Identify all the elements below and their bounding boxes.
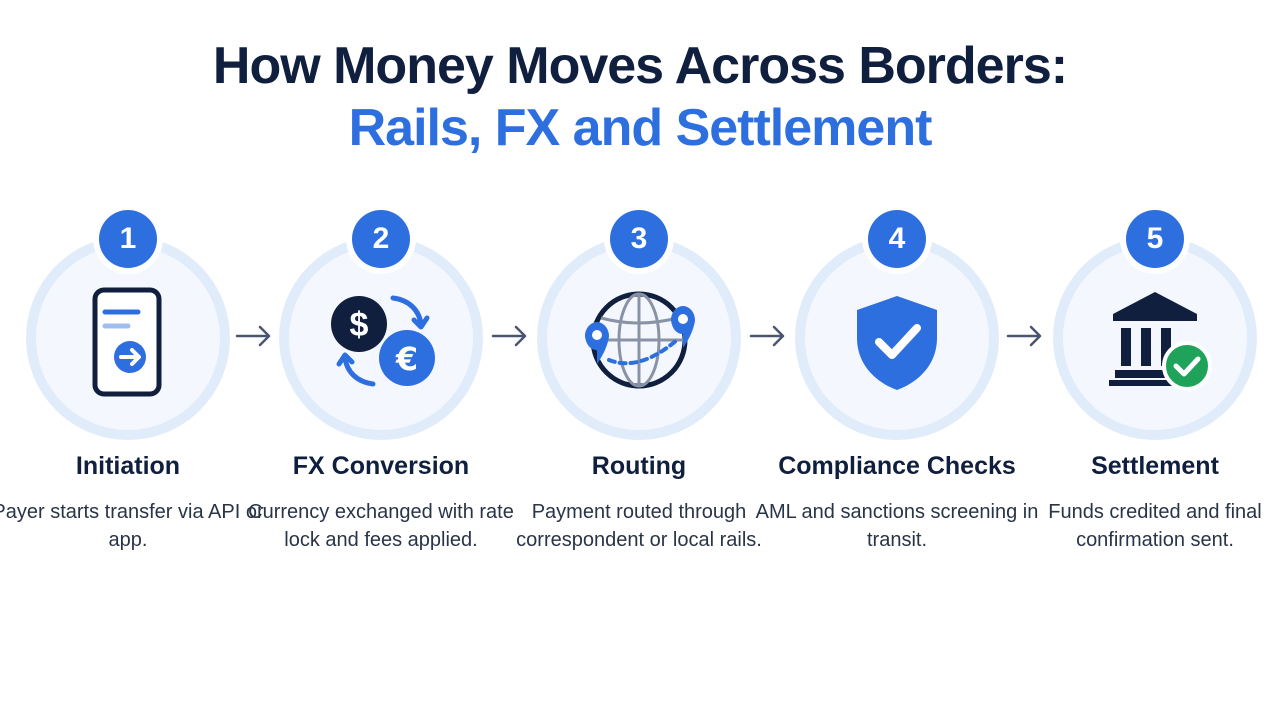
mobile-phone-send-icon	[68, 278, 188, 398]
step-compliance-checks: 4 Compliance Checks AML and sanctions sc…	[756, 208, 1038, 608]
step-number-badge: 1	[99, 210, 157, 268]
step-description: Currency exchanged with rate lock and fe…	[248, 501, 514, 551]
svg-text:$: $	[350, 306, 369, 344]
globe-route-icon	[579, 278, 699, 398]
step-description: Funds credited and final confirmation se…	[1048, 501, 1262, 551]
step-number-badge: 5	[1126, 210, 1184, 268]
step-number-badge: 3	[610, 210, 668, 268]
step-description: Payer starts transfer via API or app.	[0, 501, 264, 551]
step-title: Initiation	[75, 452, 181, 480]
arrow-right-icon	[749, 325, 785, 347]
step-fx-conversion: $ € 2 FX Conversion Currency exchanged w…	[248, 208, 514, 608]
step-ring	[279, 236, 483, 440]
bank-check-icon	[1095, 278, 1215, 398]
step-title: Settlement	[1091, 452, 1219, 480]
currency-exchange-icon: $ €	[321, 278, 441, 398]
arrow-right-icon	[1006, 325, 1042, 347]
arrow-right-icon	[491, 325, 527, 347]
step-description: Payment routed through correspondent or …	[516, 501, 762, 551]
title-line-1: How Money Moves Across Borders:	[212, 37, 1068, 95]
step-number-badge: 4	[868, 210, 926, 268]
step-initiation: 1 Initiation Payer starts transfer via A…	[0, 208, 264, 608]
step-settlement: 5 Settlement Funds credited and final co…	[1025, 208, 1280, 608]
step-title: Routing	[591, 452, 687, 480]
step-routing: 3 Routing Payment routed through corresp…	[509, 208, 769, 608]
shield-check-icon	[837, 278, 957, 398]
step-title: Compliance Checks	[778, 452, 1016, 480]
step-title: FX Conversion	[292, 452, 470, 480]
step-number-badge: 2	[352, 210, 410, 268]
step-description: AML and sanctions screening in transit.	[755, 501, 1039, 551]
arrow-right-icon	[235, 325, 271, 347]
svg-text:€: €	[395, 340, 418, 378]
title-line-2: Rails, FX and Settlement	[348, 99, 933, 157]
